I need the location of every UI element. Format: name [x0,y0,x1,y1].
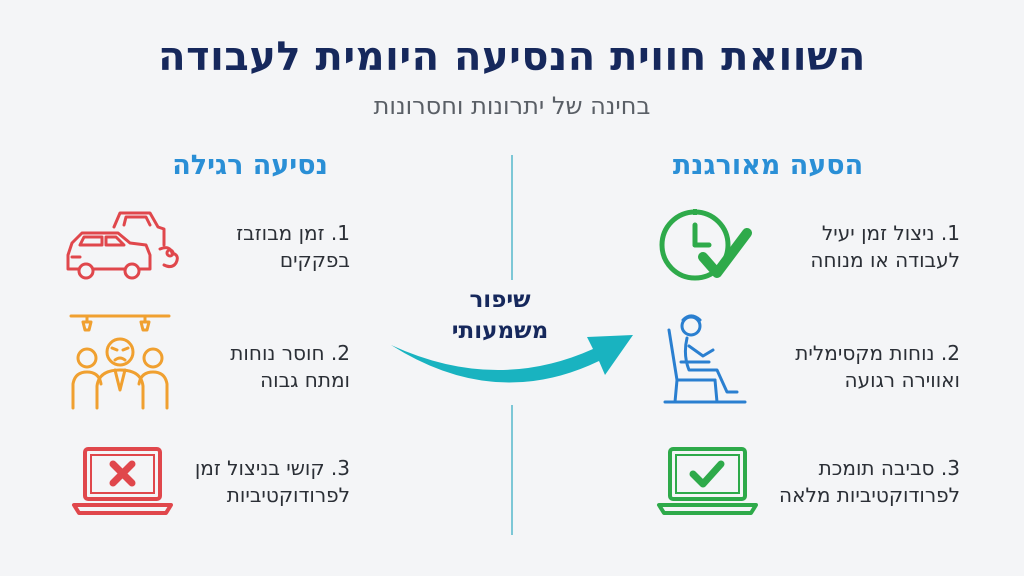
shuttle-benefit-2-line1: 2. נוחות מקסימלית [795,341,960,365]
crowded-commuters-icon [69,314,171,410]
shuttle-benefit-1-line2: לעבודה או מנוחה [810,248,960,272]
page-title: השוואת חווית הנסיעה היומית לעבודה [158,34,866,80]
improvement-label-line1: שיפור [469,287,531,313]
relaxed-passenger-seat-icon [663,314,747,404]
column-divider-top [511,155,513,280]
shuttle-benefit-3-line1: 3. סביבה תומכת [818,456,960,480]
commute-drawback-3: 3. קושי בניצול זמן לפרודוקטיביות [120,455,350,509]
page-subtitle: בחינה של יתרונות וחסרונות [373,92,651,120]
laptop-x-icon [72,447,173,515]
shuttle-benefit-3: 3. סביבה תומכת לפרודוקטיביות מלאה [730,455,960,509]
commute-drawback-2: 2. חוסר נוחות ומתח גבוה [120,340,350,394]
traffic-cars-icon [66,211,179,280]
commute-drawback-2-line1: 2. חוסר נוחות [230,341,350,365]
organized-shuttle-heading: הסעה מאורגנת [672,150,864,181]
commute-drawback-1: 1. זמן מבוזבז בפקקים [120,220,350,274]
clock-check-icon [659,209,752,281]
laptop-check-icon [657,447,758,515]
improvement-arrow-icon [391,335,633,383]
commute-drawback-2-line2: ומתח גבוה [260,368,350,392]
shuttle-benefit-2: 2. נוחות מקסימלית ואווירה רגועה [730,340,960,394]
commute-drawback-1-line1: 1. זמן מבוזבז [236,221,350,245]
shuttle-benefit-1-line1: 1. ניצול זמן יעיל [821,221,960,245]
commute-drawback-1-line2: בפקקים [279,248,350,272]
commute-drawback-3-line2: לפרודוקטיביות [226,483,350,507]
improvement-label-line2: משמעותי [451,318,549,344]
commute-drawback-3-line1: 3. קושי בניצול זמן [194,456,350,480]
shuttle-benefit-3-line2: לפרודוקטיביות מלאה [779,483,960,507]
shuttle-benefit-1: 1. ניצול זמן יעיל לעבודה או מנוחה [730,220,960,274]
shuttle-benefit-2-line2: ואווירה רגועה [844,368,960,392]
improvement-label: שיפור משמעותי [420,285,580,347]
regular-commute-heading: נסיעה רגילה [172,150,328,181]
column-divider-bottom [511,405,513,535]
